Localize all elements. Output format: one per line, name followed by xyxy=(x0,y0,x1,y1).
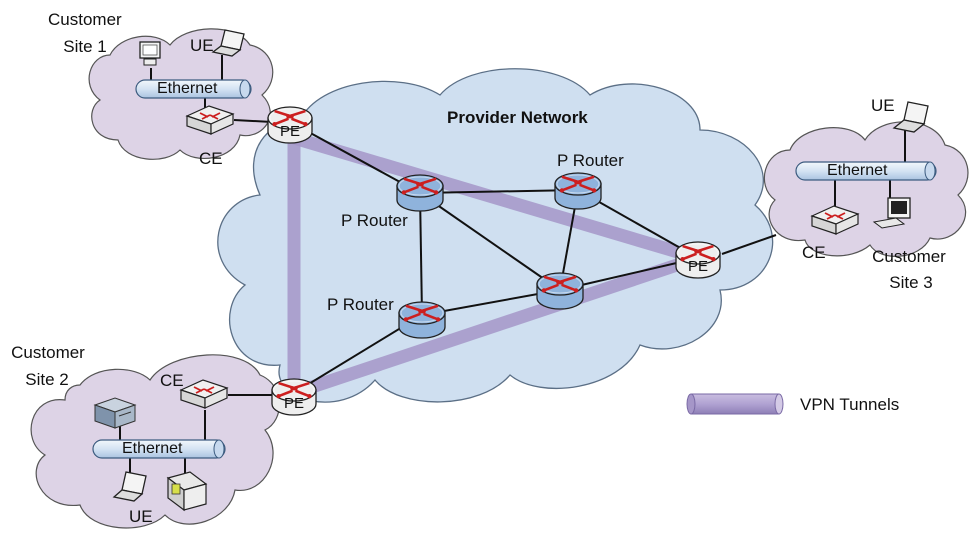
pe-router-site-1-label: PE xyxy=(280,123,300,140)
p-router-1 xyxy=(396,174,444,212)
pe-router-site-3: PE xyxy=(675,241,721,279)
site-3-name-line1: Customer xyxy=(872,247,946,266)
routers: PE PE PE xyxy=(267,106,721,416)
ethernet-bus-site-3 xyxy=(795,161,937,181)
link-ce3-pe3 xyxy=(721,234,777,255)
site-2-name-line1: Customer xyxy=(11,343,85,362)
terminal-icon-site-2 xyxy=(166,471,208,512)
server-icon-site-2 xyxy=(93,397,137,429)
ce-switch-site-1 xyxy=(185,105,235,135)
p-router-1-label: P Router xyxy=(341,211,408,230)
vpn-tunnel-pe2-pe3 xyxy=(291,251,701,400)
pe-router-site-2: PE xyxy=(271,378,317,416)
site-1-name-line2: Site 1 xyxy=(63,37,107,56)
router-arrows-icon xyxy=(541,275,579,293)
router-arrows-icon xyxy=(403,304,441,322)
vpn-tunnel-pe1-pe3 xyxy=(292,131,700,265)
router-arrows-icon xyxy=(680,244,716,262)
site-1-ethernet-label: Ethernet xyxy=(157,80,218,97)
site-3-name-line2: Site 3 xyxy=(889,273,933,292)
switch-arrows-icon xyxy=(199,112,221,120)
router-arrows-icon xyxy=(272,109,308,127)
switch-arrows-icon xyxy=(193,386,215,394)
site-2-name-line2: Site 2 xyxy=(25,370,69,389)
ce-switches xyxy=(179,105,860,409)
legend-vpn-tunnels xyxy=(686,393,784,415)
laptop-icon-site-1 xyxy=(211,29,245,57)
computer-icon-site-1 xyxy=(139,41,161,66)
customer-cloud-site-3 xyxy=(763,121,969,257)
site-3-ce-label: CE xyxy=(802,243,826,262)
site-2-ce-label: CE xyxy=(160,371,184,390)
site-3-ue-label: UE xyxy=(871,96,895,115)
link-ce1-pe1 xyxy=(233,119,273,123)
laptop-icon-site-3 xyxy=(892,101,929,133)
site-2-ethernet-label: Ethernet xyxy=(122,440,183,457)
router-arrows-icon xyxy=(559,175,597,193)
desktop-computer-icon-site-3 xyxy=(872,197,911,229)
site-1-ue-label: UE xyxy=(190,36,214,55)
legend-vpn-tunnels-label: VPN Tunnels xyxy=(800,395,900,414)
link-p1-p2 xyxy=(419,189,579,194)
site-2-ue-label: UE xyxy=(129,507,153,526)
ce-switch-site-3 xyxy=(810,205,860,235)
p-router-4 xyxy=(536,272,584,310)
vpn-tunnels xyxy=(287,131,701,400)
pe-router-site-2-label: PE xyxy=(284,395,304,412)
site-1-ce-label: CE xyxy=(199,149,223,168)
pe-router-site-3-label: PE xyxy=(688,258,708,275)
p-router-2 xyxy=(554,172,602,210)
link-p1-p4 xyxy=(419,192,561,291)
site-1-name-line1: Customer xyxy=(48,10,122,29)
p-router-2-label: P Router xyxy=(557,151,624,170)
ethernet-bus-site-1 xyxy=(135,79,252,99)
site-3-ethernet-label: Ethernet xyxy=(827,162,888,179)
p-router-3 xyxy=(398,301,446,339)
ce-switch-site-2 xyxy=(179,379,229,409)
router-arrows-icon xyxy=(276,381,312,399)
router-arrows-icon xyxy=(401,177,439,195)
p-router-3-label: P Router xyxy=(327,295,394,314)
laptop-icon-site-2 xyxy=(112,471,147,502)
link-p1-p3 xyxy=(419,192,423,316)
switch-arrows-icon xyxy=(824,212,846,220)
pe-router-site-1: PE xyxy=(267,106,313,144)
provider-network-title: Provider Network xyxy=(447,108,588,127)
ethernet-bus-site-2 xyxy=(92,439,226,459)
